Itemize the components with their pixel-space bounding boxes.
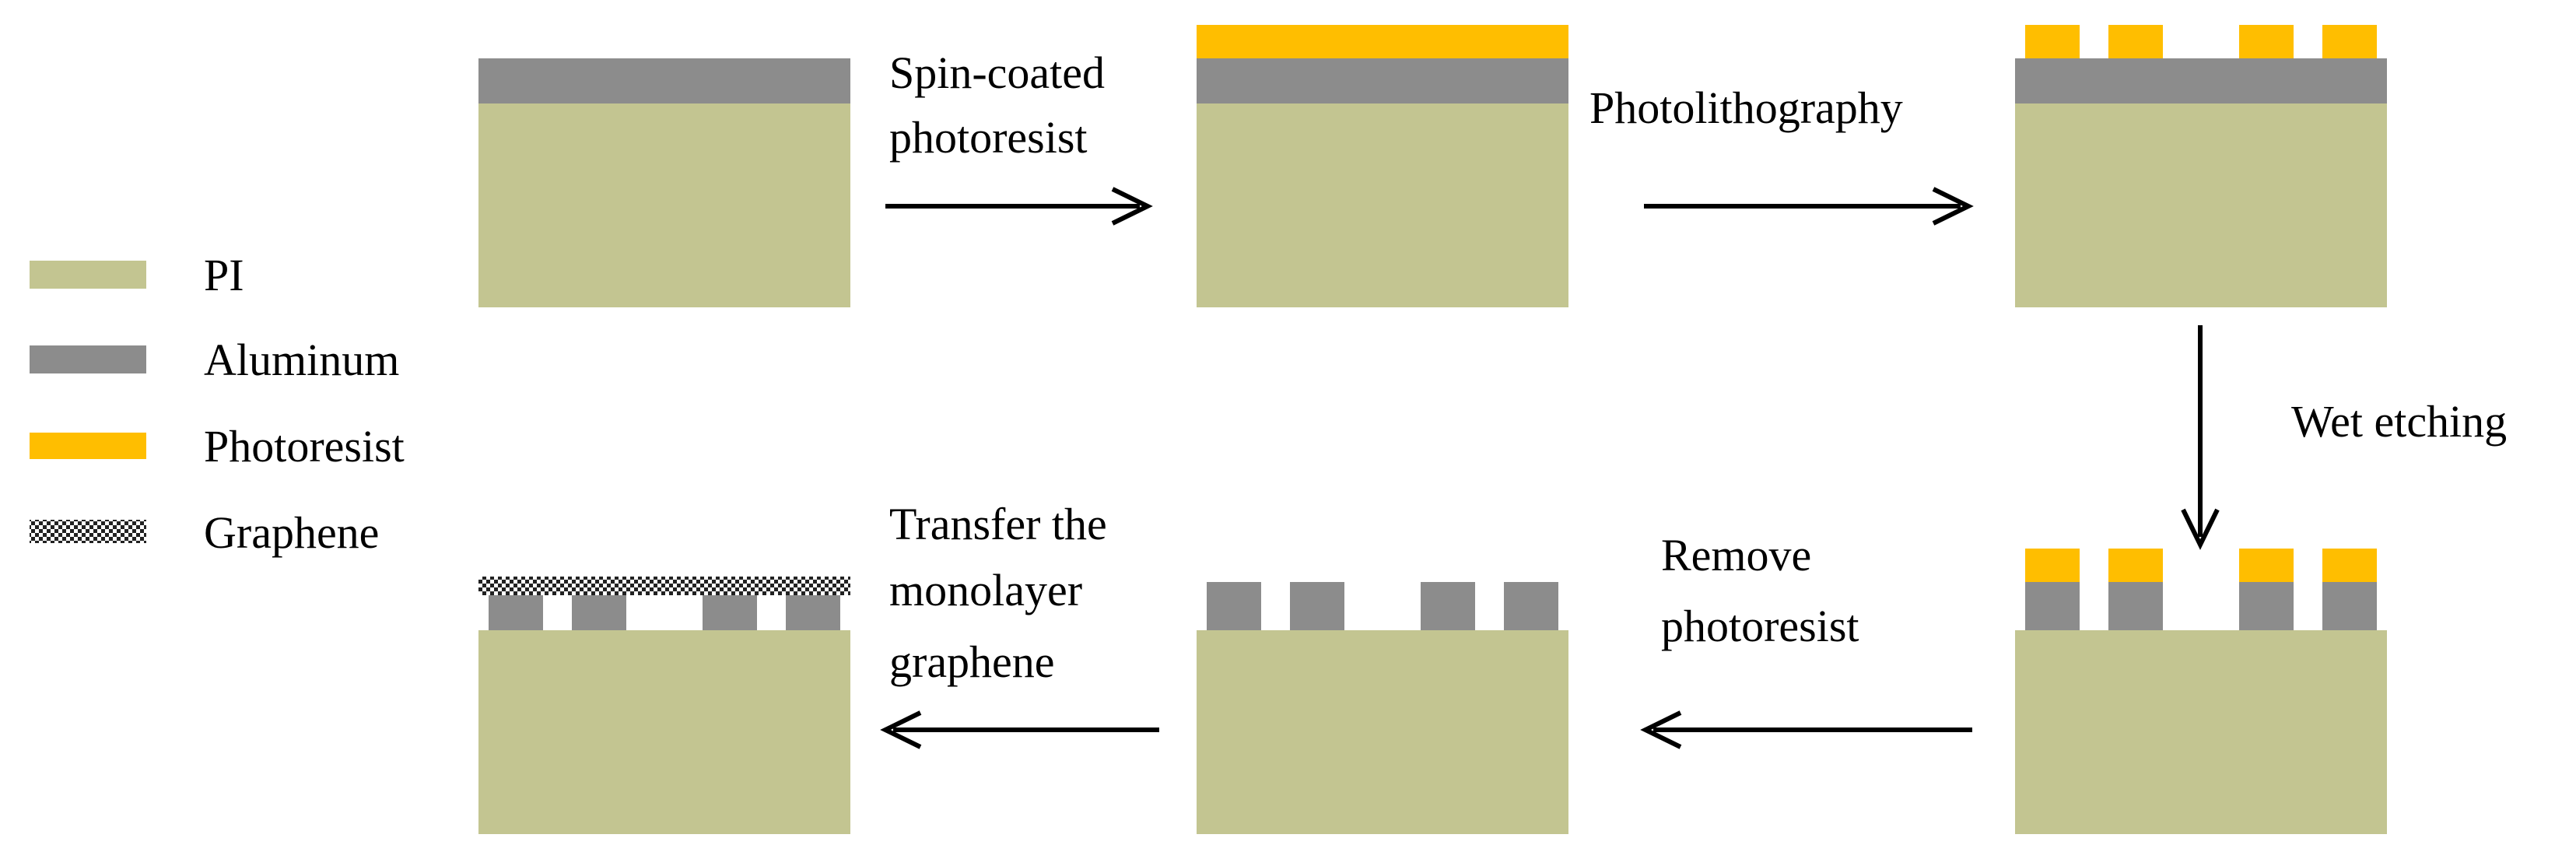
stage-etched-aluminum	[2015, 549, 2387, 834]
arrows	[880, 187, 2220, 749]
photoresist-block	[2322, 549, 2377, 582]
legend-swatch-pi	[30, 261, 146, 289]
aluminum-layer	[2015, 58, 2387, 103]
aluminum-layer	[478, 58, 850, 103]
aluminum-block	[489, 595, 543, 630]
photoresist-block	[2025, 549, 2080, 582]
pi-substrate	[478, 630, 850, 834]
step-label-line: Transfer the	[889, 499, 1107, 549]
photoresist-block	[2322, 25, 2377, 58]
pi-substrate	[2015, 103, 2387, 307]
step-label-line: Spin-coated	[889, 47, 1105, 98]
photoresist-layer	[1197, 25, 1568, 58]
legend-item-pi: PI	[30, 250, 244, 300]
graphene-layer	[478, 577, 850, 595]
aluminum-block	[1290, 582, 1344, 630]
step-label-remove-photoresist: Remove photoresist	[1661, 530, 1859, 651]
legend-label-photoresist: Photoresist	[204, 421, 405, 472]
arrow-down-icon	[2181, 325, 2220, 550]
legend-swatch-aluminum	[30, 345, 146, 373]
photoresist-block	[2108, 549, 2163, 582]
stage-al-on-pi	[478, 58, 850, 307]
legend-item-photoresist: Photoresist	[30, 421, 405, 472]
step-label-photolithography: Photolithography	[1589, 82, 1903, 133]
aluminum-block	[2025, 582, 2080, 630]
legend-label-pi: PI	[204, 250, 244, 300]
aluminum-block	[2108, 582, 2163, 630]
step-label-line: Remove	[1661, 530, 1811, 580]
aluminum-block	[2239, 582, 2294, 630]
step-label-line: Wet etching	[2291, 396, 2507, 447]
aluminum-layer	[1197, 58, 1568, 103]
legend: PI Aluminum Photoresist Graphene	[30, 250, 405, 558]
step-label-line: graphene	[889, 636, 1055, 687]
photoresist-block	[2239, 25, 2294, 58]
step-label-line: Photolithography	[1589, 82, 1903, 133]
arrow-left-icon	[1640, 710, 1972, 749]
step-label-transfer-graphene: Transfer the monolayer graphene	[889, 499, 1107, 687]
arrow-right-icon	[1644, 187, 1974, 226]
aluminum-block	[1207, 582, 1261, 630]
pi-substrate	[2015, 630, 2387, 834]
arrow-right-icon	[885, 187, 1153, 226]
stage-graphene-on-aluminum	[478, 577, 850, 834]
aluminum-block	[786, 595, 840, 630]
photoresist-block	[2025, 25, 2080, 58]
step-label-line: monolayer	[889, 565, 1082, 615]
arrow-left-icon	[880, 710, 1159, 749]
photoresist-block	[2108, 25, 2163, 58]
pi-substrate	[1197, 630, 1568, 834]
step-label-line: photoresist	[1661, 601, 1859, 651]
legend-item-graphene: Graphene	[30, 507, 379, 558]
legend-item-aluminum: Aluminum	[30, 335, 399, 385]
stage-aluminum-pattern	[1197, 582, 1568, 834]
photoresist-block	[2239, 549, 2294, 582]
legend-label-graphene: Graphene	[204, 507, 379, 558]
aluminum-block	[2322, 582, 2377, 630]
aluminum-block	[1504, 582, 1558, 630]
legend-swatch-photoresist	[30, 433, 146, 459]
stage-photoresist-coated	[1197, 25, 1568, 307]
aluminum-block	[703, 595, 757, 630]
legend-swatch-graphene	[30, 520, 146, 543]
aluminum-block	[1421, 582, 1475, 630]
pi-substrate	[478, 103, 850, 307]
step-label-wet-etching: Wet etching	[2291, 396, 2507, 447]
step-label-line: photoresist	[889, 112, 1088, 163]
legend-label-aluminum: Aluminum	[204, 335, 399, 385]
stage-patterned-photoresist	[2015, 25, 2387, 307]
pi-substrate	[1197, 103, 1568, 307]
aluminum-block	[572, 595, 626, 630]
step-label-spin-coat: Spin-coated photoresist	[889, 47, 1105, 163]
